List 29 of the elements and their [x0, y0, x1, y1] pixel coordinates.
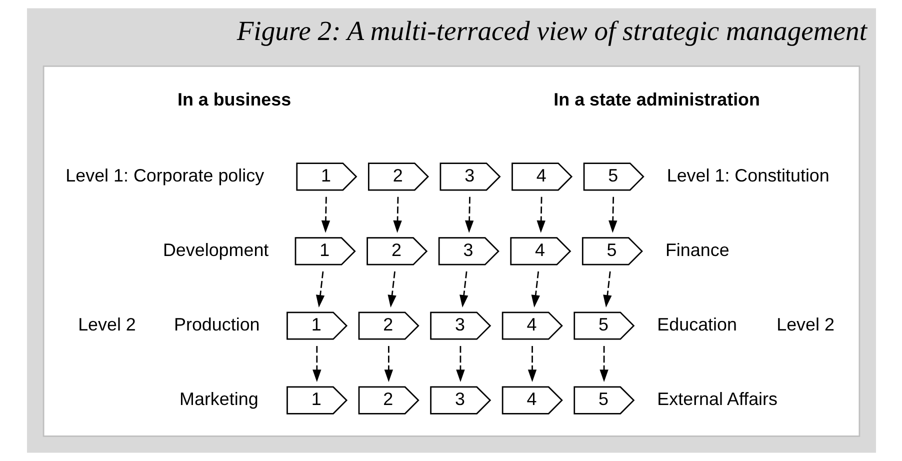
diagram-title: Figure 2: A multi-terraced view of strategic management: [236, 14, 867, 46]
label: External Affairs: [656, 388, 778, 409]
label: Production: [174, 314, 260, 334]
arrow: [315, 271, 324, 308]
label: Level 1: Corporate policy: [65, 165, 264, 186]
label: Level 1: Constitution: [666, 165, 829, 186]
label: Education: [656, 314, 736, 334]
arrow: [536, 196, 545, 233]
label: In a business: [176, 89, 291, 110]
label: Finance: [664, 240, 729, 260]
label: Level 2: [78, 314, 136, 334]
arrow: [384, 346, 393, 382]
arrow: [527, 346, 536, 382]
arrow: [387, 271, 396, 308]
arrow: [459, 271, 468, 308]
label: Level 2: [776, 314, 834, 334]
arrow: [312, 346, 321, 382]
arrow: [464, 196, 474, 233]
arrow: [530, 271, 540, 308]
arrow: [320, 196, 330, 233]
arrow: [599, 346, 608, 382]
arrow: [602, 271, 612, 308]
arrow: [608, 196, 617, 233]
cluster: [42, 66, 860, 437]
arrow: [456, 346, 464, 382]
arrow: [392, 196, 402, 233]
label: Marketing: [179, 388, 258, 409]
label: In a state administration: [553, 89, 760, 110]
label: Development: [162, 240, 268, 260]
